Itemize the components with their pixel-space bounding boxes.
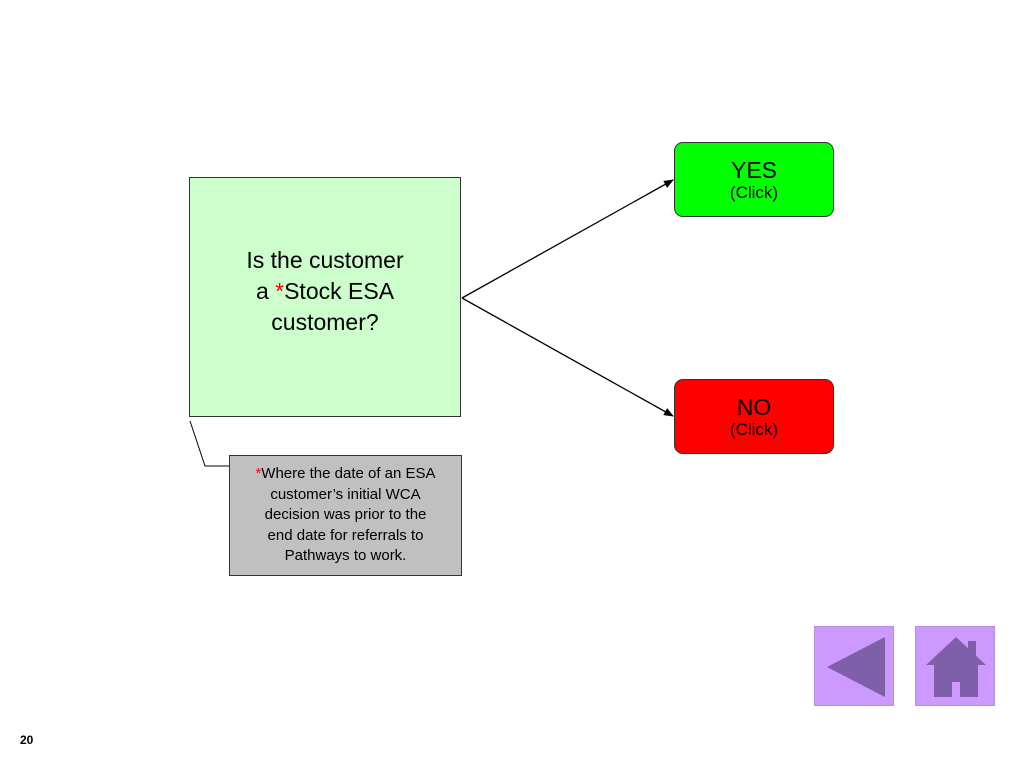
footnote-line-4: end date for referrals to bbox=[267, 526, 424, 544]
footnote-line-3: decision was prior to the bbox=[264, 506, 427, 524]
note-callout-line bbox=[189, 420, 229, 467]
back-button[interactable] bbox=[814, 626, 894, 706]
question-line-1: Is the customer bbox=[246, 246, 404, 273]
footnote-line-2: customer’s initial WCA bbox=[270, 485, 421, 503]
no-click-hint: (Click) bbox=[729, 419, 779, 439]
question-text: Is the customer a *Stock ESA customer? bbox=[246, 245, 403, 338]
question-line-2: a *Stock ESA bbox=[246, 276, 403, 307]
footnote-line-1: *Where the date of an ESA bbox=[255, 464, 435, 485]
question-box: Is the customer a *Stock ESA customer? bbox=[189, 177, 461, 417]
question-asterisk: * bbox=[275, 277, 285, 304]
yes-click-hint: (Click) bbox=[729, 182, 779, 202]
footnote-line-5: Pathways to work. bbox=[284, 547, 407, 565]
question-line-3: customer? bbox=[271, 308, 379, 335]
slide-number: 20 bbox=[20, 733, 34, 747]
question-line-2-prefix: a bbox=[255, 277, 276, 304]
yes-button[interactable]: YES (Click) bbox=[674, 142, 834, 217]
no-label: NO bbox=[736, 393, 772, 420]
home-button[interactable] bbox=[915, 626, 995, 706]
footnote-text: *Where the date of an ESA customer’s ini… bbox=[249, 464, 441, 567]
footnote-line-1-text: Where the date of an ESA bbox=[261, 465, 436, 483]
footnote-asterisk: * bbox=[255, 465, 262, 483]
arrow-to-yes bbox=[461, 179, 674, 299]
home-icon bbox=[926, 637, 986, 697]
arrow-to-no bbox=[461, 297, 674, 417]
yes-label: YES bbox=[730, 156, 778, 183]
back-arrow-icon bbox=[827, 637, 885, 697]
no-button[interactable]: NO (Click) bbox=[674, 379, 834, 454]
question-line-2-suffix: Stock ESA bbox=[284, 277, 395, 304]
footnote-box: *Where the date of an ESA customer’s ini… bbox=[229, 455, 462, 576]
